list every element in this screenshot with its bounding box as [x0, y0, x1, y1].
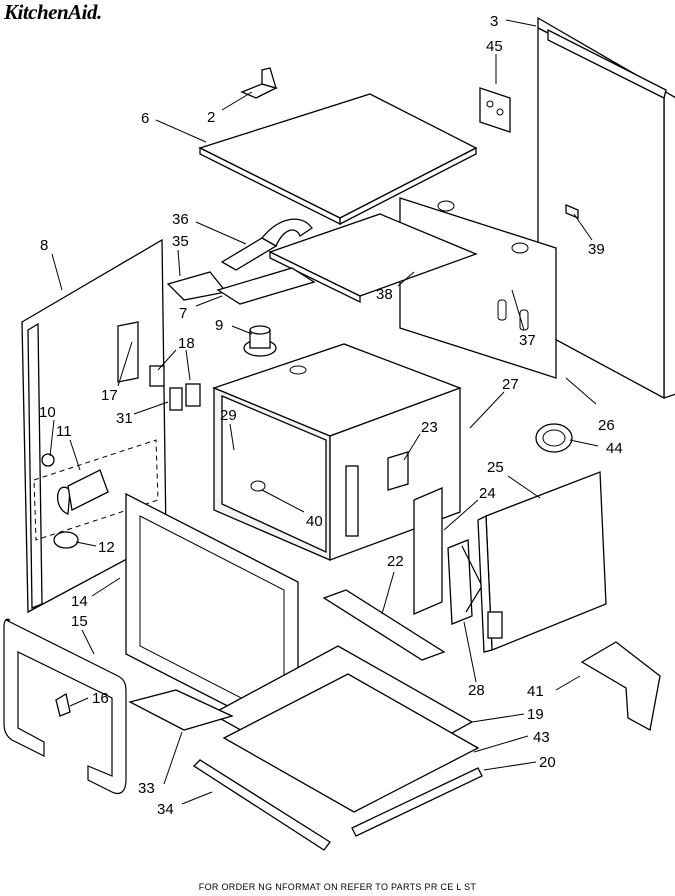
callout-11: 11 [56, 423, 72, 440]
callout-45: 45 [486, 38, 503, 55]
callout-43: 43 [533, 729, 550, 746]
part-right-side-panel [537, 16, 675, 400]
callout-40: 40 [306, 513, 323, 530]
callout-31: 31 [116, 410, 133, 427]
part-bracket-35 [166, 271, 228, 301]
part-shelf-38 [268, 213, 478, 304]
callout-26: 26 [598, 417, 615, 434]
callout-16: 16 [92, 690, 109, 707]
callout-3: 3 [490, 13, 498, 30]
part-clip-2 [240, 67, 278, 99]
part-vent-grille-34 [192, 759, 331, 851]
callout-41: 41 [527, 683, 544, 700]
callout-20: 20 [539, 754, 556, 771]
part-bracket-41 [580, 641, 661, 731]
part-front-panel-25 [477, 471, 607, 653]
part-rail-22 [322, 589, 446, 661]
callout-39: 39 [588, 241, 605, 258]
callout-29: 29 [220, 407, 237, 424]
callout-8: 8 [40, 237, 48, 254]
part-plate-7 [216, 267, 316, 305]
callout-34: 34 [157, 801, 174, 818]
part-ring-44 [535, 423, 573, 453]
callout-36: 36 [172, 211, 189, 228]
callout-19: 19 [527, 706, 544, 723]
part-light-assembly [33, 439, 159, 549]
callout-17: 17 [101, 387, 118, 404]
part-motor-9 [243, 325, 277, 357]
callout-27: 27 [502, 376, 519, 393]
callout-18: 18 [178, 335, 195, 352]
callout-24: 24 [479, 485, 496, 502]
part-hinge-28 [447, 539, 483, 625]
part-bracket-33 [128, 689, 234, 731]
callout-22: 22 [387, 553, 404, 570]
callout-33: 33 [138, 780, 155, 797]
part-gasket-15 [3, 618, 127, 795]
callout-44: 44 [606, 440, 623, 457]
part-rear-panel [399, 197, 557, 379]
callout-7: 7 [179, 305, 187, 322]
callout-6: 6 [141, 110, 149, 127]
kitchenaid-logo: KitchenAid. [4, 0, 102, 24]
callout-37: 37 [519, 332, 536, 349]
part-clip-16 [55, 692, 71, 717]
callout-35: 35 [172, 233, 189, 250]
part-hinge-bracket-24 [413, 487, 443, 615]
part-plate-23 [387, 451, 409, 491]
callout-12: 12 [98, 539, 115, 556]
callout-23: 23 [421, 419, 438, 436]
callout-labels: 2 3 45 6 36 35 8 39 38 7 9 18 37 17 27 3… [39, 13, 623, 818]
part-switches [117, 321, 201, 411]
callout-14: 14 [71, 593, 88, 610]
callout-10: 10 [39, 404, 56, 421]
part-duct-36 [220, 218, 313, 271]
callout-9: 9 [215, 317, 223, 334]
callout-25: 25 [487, 459, 504, 476]
footer-ordering-note: FOR ORDER NG NFORMAT ON REFER TO PARTS P… [198, 882, 477, 892]
part-bottom-panel-43 [222, 673, 480, 813]
part-top-panel [198, 93, 478, 226]
part-bracket-45 [479, 87, 511, 133]
callout-38: 38 [376, 286, 393, 303]
callout-15: 15 [71, 613, 88, 630]
callout-2: 2 [207, 109, 215, 126]
callout-28: 28 [468, 682, 485, 699]
leader-lines [49, 19, 599, 805]
part-strip-20 [351, 767, 483, 837]
